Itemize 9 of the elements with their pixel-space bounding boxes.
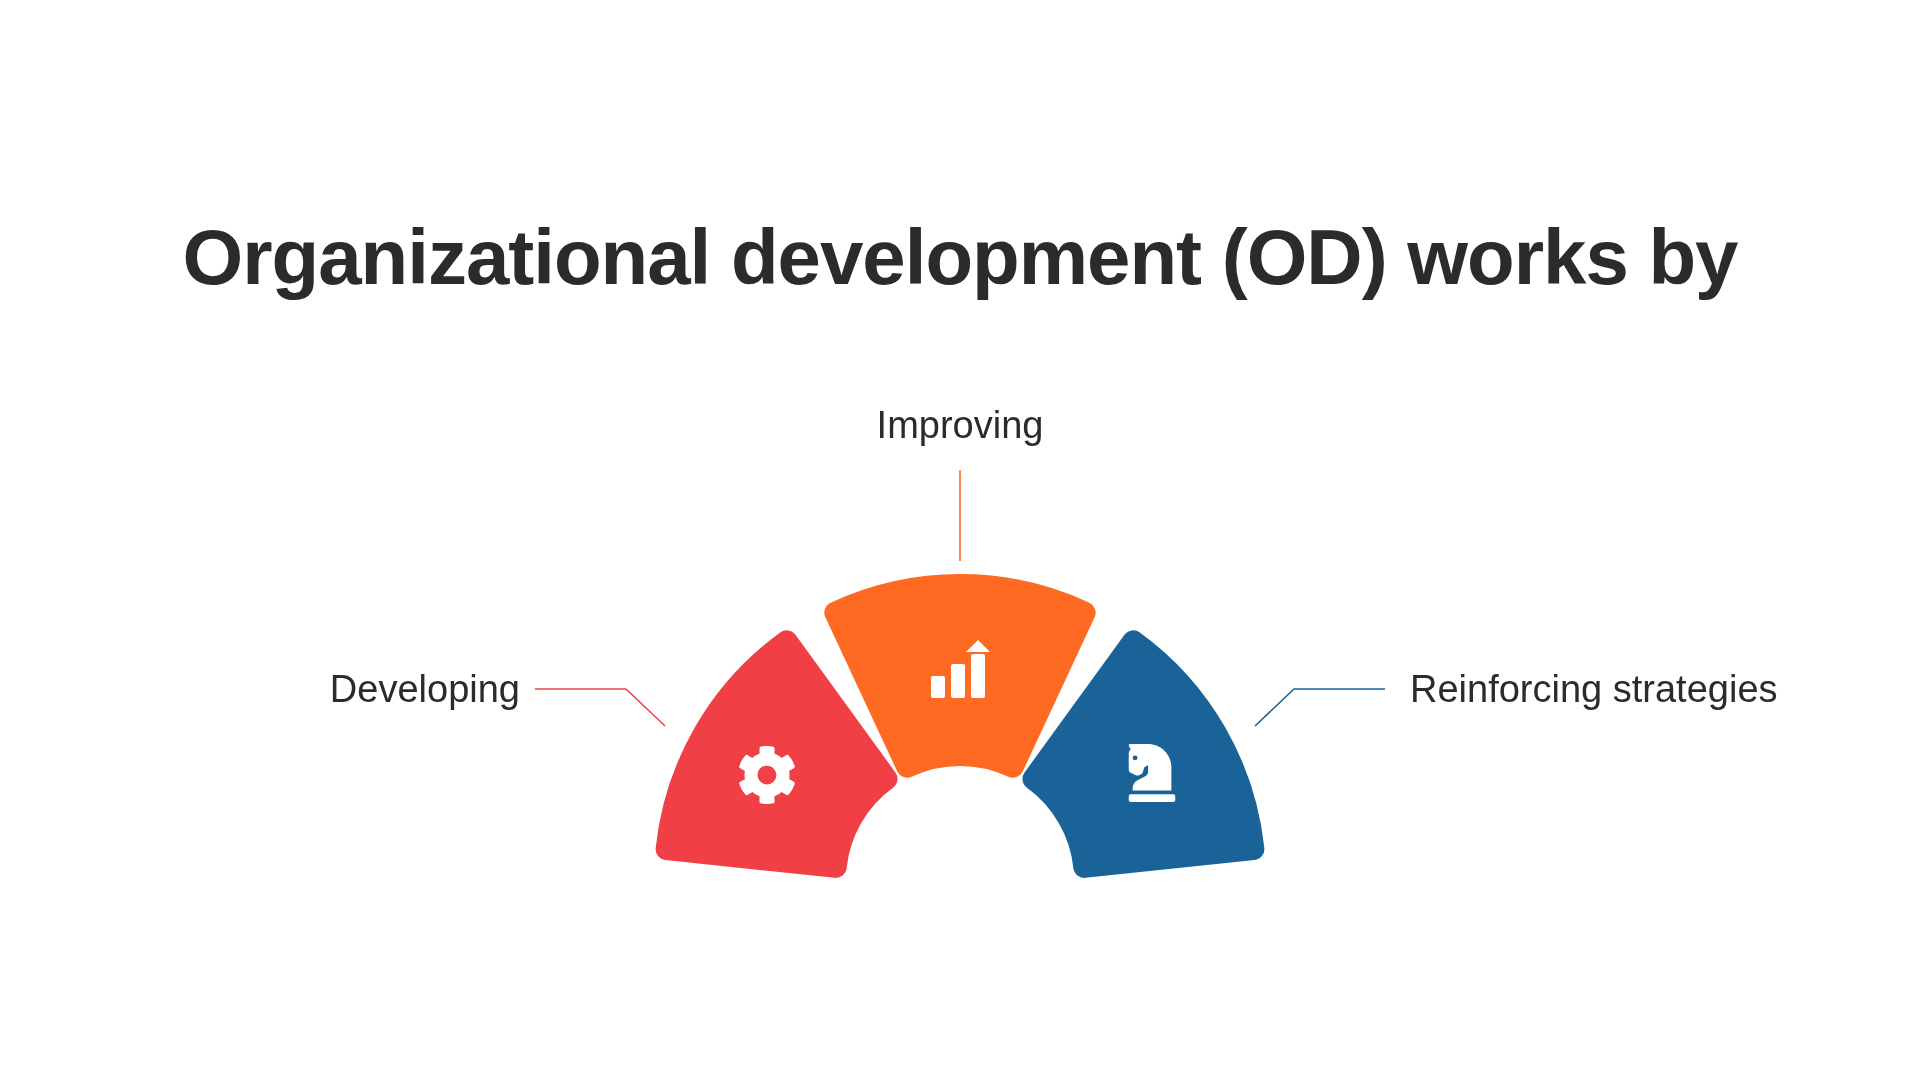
- leader-line: [534, 688, 666, 727]
- step-label: Reinforcing strategies: [1410, 667, 1778, 712]
- sector-shape: [824, 574, 1096, 778]
- step-label: Improving: [876, 403, 1044, 448]
- leader-line: [959, 469, 961, 562]
- sector-shape: [655, 630, 898, 878]
- sector-shape: [1022, 630, 1265, 878]
- leader-line: [1254, 688, 1386, 727]
- step-label: Developing: [329, 667, 520, 712]
